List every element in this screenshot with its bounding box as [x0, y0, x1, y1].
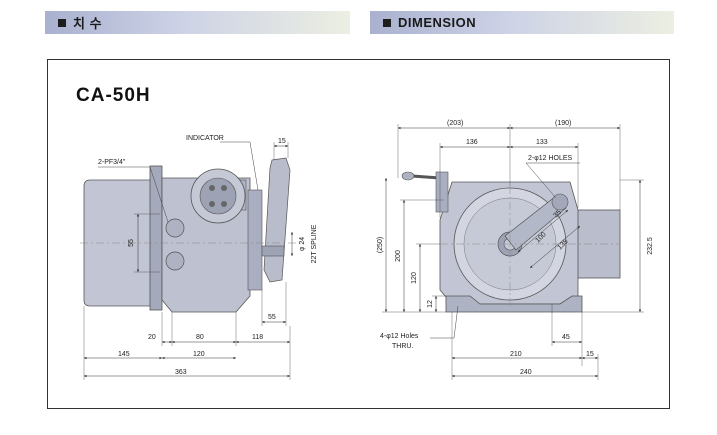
side-view-drawing [80, 141, 300, 380]
english-section-title: DIMENSION [398, 15, 477, 30]
dim-118: 118 [252, 334, 263, 341]
english-section-header: DIMENSION [370, 11, 674, 34]
dim-363: 363 [175, 369, 187, 376]
spline-label: 22T SPLINE [311, 224, 318, 263]
dim-133: 133 [536, 139, 548, 146]
front-view-drawing [382, 124, 644, 380]
dim-120-front: 120 [411, 272, 418, 284]
housing-base [445, 295, 583, 313]
korean-section-header: 치 수 [45, 11, 350, 34]
dim-55-horizontal: 55 [268, 314, 276, 321]
korean-section-title: 치 수 [73, 16, 103, 31]
hand-lever [263, 157, 291, 283]
port-label: 2-PF3/4" [98, 159, 126, 166]
dim-190: (190) [555, 120, 571, 127]
square-bullet-icon [383, 18, 391, 27]
dim-203: (203) [447, 120, 463, 127]
port-circle-lower [165, 251, 185, 271]
dim-145: 145 [118, 351, 130, 358]
dim-250: (250) [377, 237, 384, 253]
dim-232-5: 232.5 [647, 237, 654, 255]
dim-35: 35 [552, 209, 563, 220]
dim-240: 240 [520, 369, 532, 376]
port-circle-upper [165, 218, 185, 238]
motor-flange [149, 165, 163, 311]
holes-bottom-label: 4-φ12 Holes [380, 333, 419, 340]
dim-20: 20 [148, 334, 156, 341]
dim-45: 45 [562, 334, 570, 341]
indicator-label: INDICATOR [186, 135, 224, 142]
holes-top-label: 2-φ12 HOLES [528, 155, 573, 162]
holes-bottom-thru: THRU. [392, 343, 413, 350]
dim-15-front: 15 [586, 351, 594, 358]
dim-120-side: 120 [193, 351, 205, 358]
dim-55-vertical: 55 [128, 239, 135, 247]
dim-12: 12 [427, 300, 434, 308]
handwheel-knob [401, 171, 415, 181]
dim-136: 136 [466, 139, 478, 146]
dim-80: 80 [196, 334, 204, 341]
dim-200: 200 [395, 250, 402, 262]
square-bullet-icon [58, 18, 66, 27]
model-name: CA-50H [76, 85, 151, 106]
dim-15-side: 15 [278, 138, 286, 145]
dim-phi24: φ 24 [299, 237, 306, 251]
dim-210: 210 [510, 351, 522, 358]
